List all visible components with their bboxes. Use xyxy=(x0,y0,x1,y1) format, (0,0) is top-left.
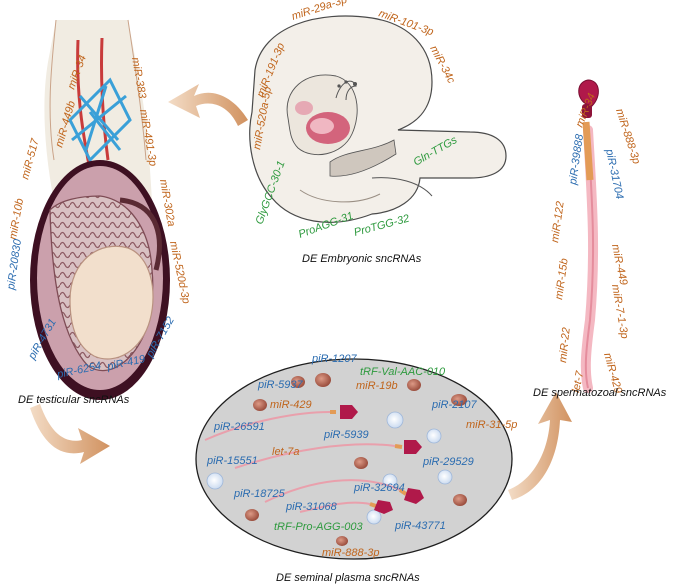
testis-illustration xyxy=(30,19,170,400)
seminal-label: miR-888-3p xyxy=(322,547,379,559)
seminal-label: piR-29529 xyxy=(422,456,474,468)
testis-label: miR-517 xyxy=(19,137,42,181)
sperm-label: miR-122 xyxy=(549,201,567,244)
vesicles xyxy=(206,411,453,525)
arrow-embryo-to-testis xyxy=(168,84,248,126)
seminal-label: tRF-Val-AAC-010 xyxy=(360,366,446,378)
embryo-illustration xyxy=(249,15,507,223)
sperm-label: miR-22 xyxy=(557,327,573,364)
spermatozoon-illustration xyxy=(578,79,599,393)
arrows xyxy=(30,84,572,500)
testis-label: piR-20830 xyxy=(5,238,24,292)
testis-label: miR-10b xyxy=(7,197,26,240)
arrow-seminal-to-sperm xyxy=(508,392,572,500)
testis-label: miR-520d-3p xyxy=(167,240,192,305)
seminal-label: miR-31-5p xyxy=(466,419,517,431)
caption-spermatozoal: DE spermatozoal sncRNAs xyxy=(533,387,667,399)
sperm-label: piR-31704 xyxy=(603,147,626,200)
sperm-label: piR-39888 xyxy=(567,133,586,187)
seminal-label: piR-31068 xyxy=(285,501,338,513)
seminal-label: miR-429 xyxy=(270,399,312,411)
seminal-label: piR-43771 xyxy=(394,520,446,532)
caption-testicular: DE testicular sncRNAs xyxy=(18,394,130,406)
seminal-label: piR-5939 xyxy=(323,429,369,441)
arrow-testis-to-seminal xyxy=(30,404,110,464)
seminal-label: tRF-Pro-AGG-003 xyxy=(274,521,364,533)
cells xyxy=(245,373,467,546)
seminal-label: miR-19b xyxy=(356,380,398,392)
sperm-label: miR-34 xyxy=(574,92,598,129)
seminal-label: piR-32694 xyxy=(353,482,405,494)
caption-seminal: DE seminal plasma sncRNAs xyxy=(276,572,420,584)
sperm-label: let-7 xyxy=(570,369,586,393)
caption-embryonic: DE Embryonic sncRNAs xyxy=(302,253,422,265)
seminal-label: piR-2107 xyxy=(431,399,478,411)
captions: DE Embryonic sncRNAs DE testicular sncRN… xyxy=(18,253,667,584)
seminal-plasma-illustration xyxy=(195,358,513,560)
seminal-label: let-7a xyxy=(272,446,300,458)
seminal-label: piR-15551 xyxy=(206,455,258,467)
sperm-label: miR-449 xyxy=(609,243,629,286)
seminal-label: piR-18725 xyxy=(233,488,286,500)
sperm-label: miR-15b xyxy=(553,258,571,301)
seminal-label: piR-26591 xyxy=(213,421,265,433)
seminal-label: piR-5937 xyxy=(257,379,304,391)
sperm-label: miR-7-1-3p xyxy=(609,283,630,339)
seminal-label: piR-1207 xyxy=(311,353,358,365)
sperm-in-plasma xyxy=(204,405,424,514)
